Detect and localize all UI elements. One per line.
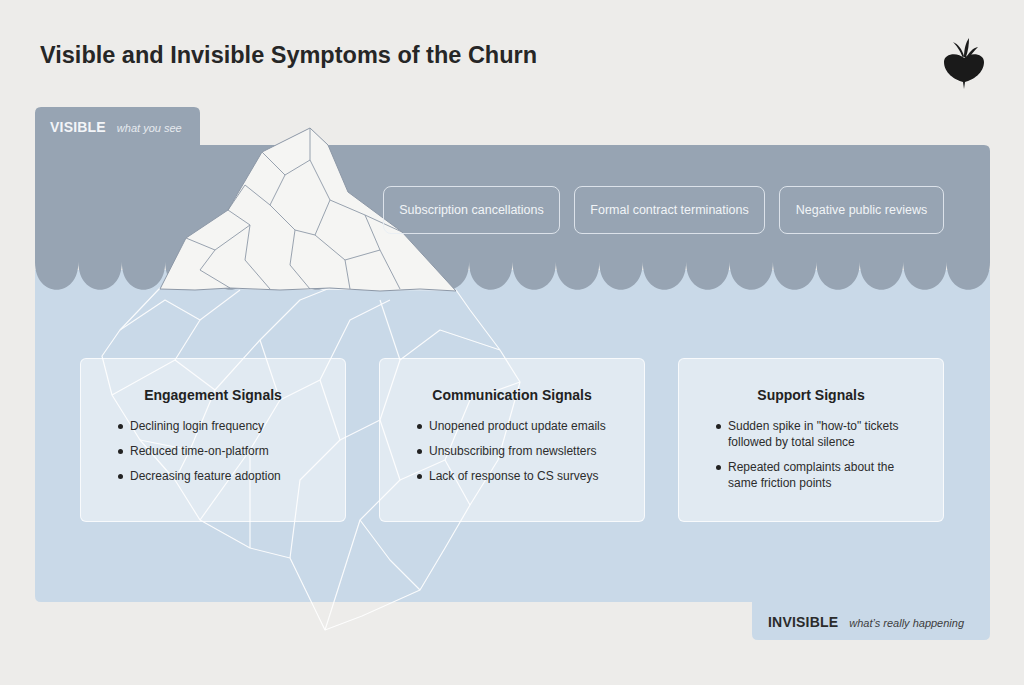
visible-band-fill — [35, 107, 990, 290]
logo-beet-shape — [944, 38, 984, 89]
beet-body — [944, 54, 984, 89]
card-heading: Support Signals — [679, 386, 943, 404]
bullet-dot — [417, 449, 422, 454]
bullet-dot — [417, 474, 422, 479]
symptom-label: Subscription cancellations — [399, 203, 544, 217]
diagram-title: Visible and Invisible Symptoms of the Ch… — [40, 42, 537, 69]
symptom-pill: Negative public reviews — [779, 186, 944, 234]
band-subtitle: what you see — [117, 122, 182, 134]
signal-item: Lack of response to CS surveys — [429, 468, 598, 484]
bullet-row: Lack of response to CS surveys — [380, 468, 644, 484]
signal-item: Unsubscribing from newsletters — [429, 443, 596, 459]
bullet-row: Unsubscribing from newsletters — [380, 443, 644, 459]
bullet-dot — [716, 465, 721, 470]
symptom-pill: Formal contract terminations — [574, 186, 765, 234]
beet-leaf — [964, 38, 969, 57]
signal-item: Decreasing feature adoption — [130, 468, 281, 484]
bullet-dot — [118, 424, 123, 429]
signal-item: Repeated complaints about the same frict… — [728, 459, 913, 491]
signal-card: Engagement SignalsDeclining login freque… — [80, 358, 346, 522]
band-title: VISIBLE — [50, 119, 106, 135]
bullet-row: Declining login frequency — [81, 418, 345, 434]
symptom-pill: Subscription cancellations — [383, 186, 560, 234]
card-heading: Engagement Signals — [81, 386, 345, 404]
signal-card: Communication SignalsUnopened product up… — [379, 358, 645, 522]
band-label-row: INVISIBLE what’s really happening — [768, 614, 964, 630]
band-subtitle: what’s really happening — [849, 617, 964, 629]
bullet-row: Reduced time-on-platform — [81, 443, 345, 459]
signal-card: Support SignalsSudden spike in "how-to" … — [678, 358, 944, 522]
bullet-dot — [118, 474, 123, 479]
card-heading: Communication Signals — [380, 386, 644, 404]
beet-leaf — [953, 42, 964, 58]
bullet-dot — [417, 424, 422, 429]
invisible-band: INVISIBLE what’s really happening Engageme… — [35, 270, 990, 640]
signal-item: Reduced time-on-platform — [130, 443, 269, 459]
band-title: INVISIBLE — [768, 614, 838, 630]
bullet-dot — [716, 424, 721, 429]
bullet-row: Repeated complaints about the same frict… — [679, 459, 943, 491]
bullet-row: Unopened product update emails — [380, 418, 644, 434]
visible-band: VISIBLE what you seeSubscription cancella… — [35, 107, 990, 297]
band-label-row: VISIBLE what you see — [50, 119, 182, 135]
signal-item: Sudden spike in "how-to" tickets followe… — [728, 418, 913, 450]
logo-beet — [938, 36, 990, 92]
bullet-dot — [118, 449, 123, 454]
bullet-row: Decreasing feature adoption — [81, 468, 345, 484]
signal-item: Declining login frequency — [130, 418, 264, 434]
symptom-label: Negative public reviews — [796, 203, 927, 217]
visible-band-shape — [35, 107, 990, 297]
signal-item: Unopened product update emails — [429, 418, 606, 434]
invisible-band-fill — [35, 270, 990, 640]
bullet-row: Sudden spike in "how-to" tickets followe… — [679, 418, 943, 450]
beet-leaf — [966, 47, 978, 59]
symptom-label: Formal contract terminations — [590, 203, 748, 217]
